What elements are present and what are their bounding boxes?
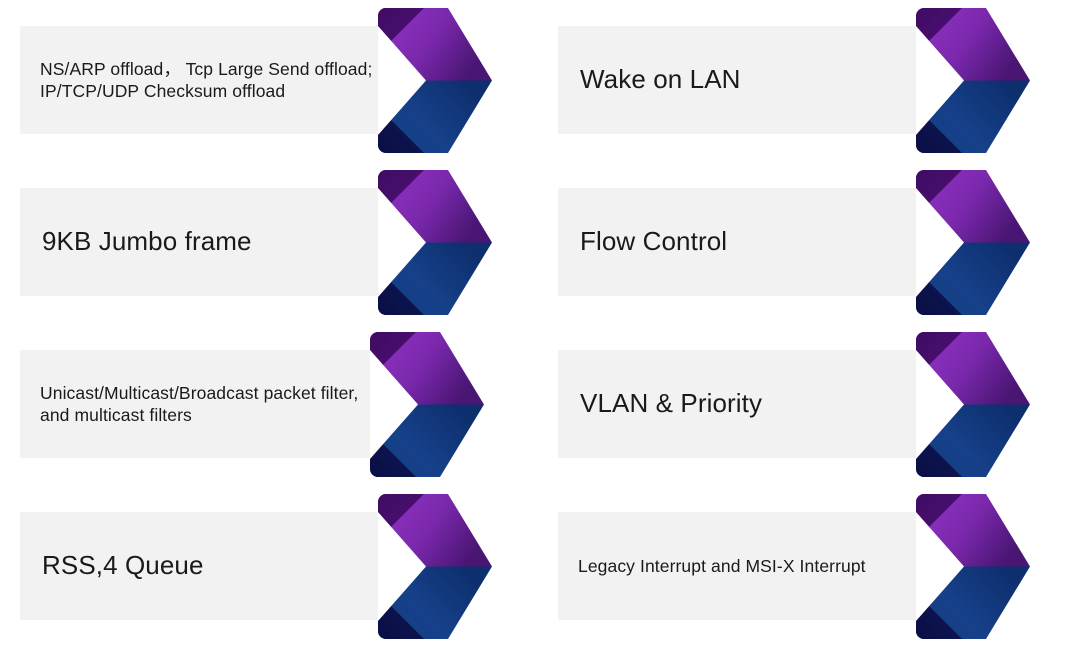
chevron-arrow-icon-interrupts: [916, 494, 1030, 639]
chevron-arrow-icon-wake-on-lan: [916, 8, 1030, 153]
plate-rss-queue: RSS,4 Queue: [20, 512, 420, 620]
chevron-arrow-icon-packet-filter: [370, 332, 484, 477]
plate-flow-control: Flow Control: [558, 188, 958, 296]
chevron-arrow-icon-flow-control: [916, 170, 1030, 315]
plate-vlan-priority: VLAN & Priority: [558, 350, 958, 458]
plate-jumbo-frame: 9KB Jumbo frame: [20, 188, 420, 296]
label-rss-queue: RSS,4 Queue: [42, 550, 204, 581]
plate-packet-filter: Unicast/Multicast/Broadcast packet filte…: [20, 350, 412, 458]
chevron-arrow-icon-jumbo-frame: [378, 170, 492, 315]
label-wake-on-lan: Wake on LAN: [580, 64, 741, 95]
label-packet-filter: Unicast/Multicast/Broadcast packet filte…: [40, 382, 359, 425]
plate-offload: NS/ARP offload， Tcp Large Send offload; …: [20, 26, 420, 134]
label-jumbo-frame: 9KB Jumbo frame: [42, 226, 252, 257]
chevron-arrow-icon-rss-queue: [378, 494, 492, 639]
chevron-arrow-icon-offload: [378, 8, 492, 153]
plate-interrupts: Legacy Interrupt and MSI-X Interrupt: [558, 512, 958, 620]
chevron-arrow-icon-vlan-priority: [916, 332, 1030, 477]
label-vlan-priority: VLAN & Priority: [580, 388, 763, 419]
label-offload: NS/ARP offload， Tcp Large Send offload; …: [40, 58, 373, 101]
label-flow-control: Flow Control: [580, 226, 728, 257]
label-interrupts: Legacy Interrupt and MSI-X Interrupt: [578, 555, 866, 576]
plate-wake-on-lan: Wake on LAN: [558, 26, 958, 134]
